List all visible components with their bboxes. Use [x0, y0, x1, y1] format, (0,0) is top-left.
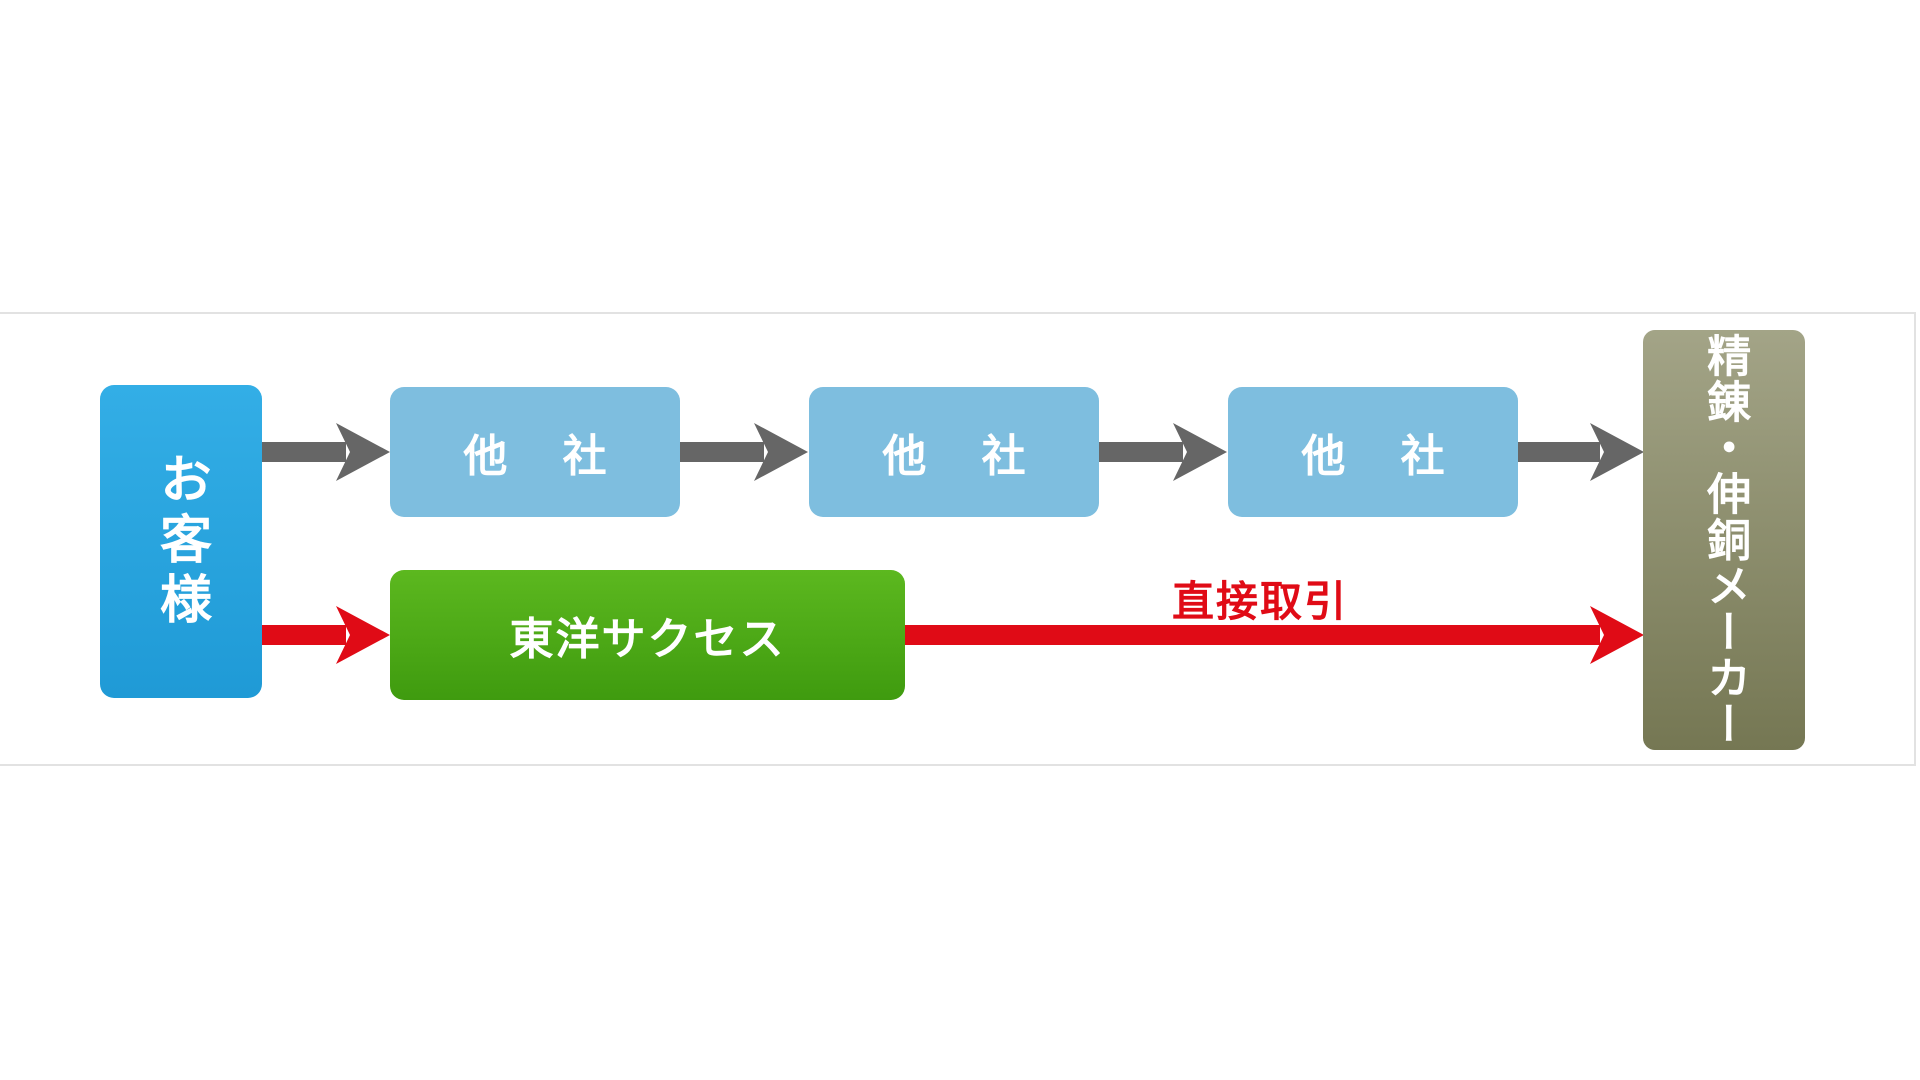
other-company-label-2: 他 社 [882, 431, 1026, 482]
toyo-success-label: 東洋サクセス [509, 614, 786, 665]
maker-node: 精錬・伸銅メーカー [1643, 330, 1805, 750]
other-company-label-1: 他 社 [463, 431, 607, 482]
gray-arrow-other-3-to-maker [1518, 423, 1644, 481]
red-arrow-customer-to-toyo [262, 606, 390, 664]
other-company-node-2: 他 社 [809, 387, 1099, 517]
direct-trade-label: 直接取引 [1172, 577, 1349, 626]
toyo-success-node: 東洋サクセス [390, 570, 905, 700]
maker-label: 精錬・伸銅メーカー [1699, 333, 1751, 747]
red-arrow-toyo-to-maker [905, 606, 1644, 664]
other-company-node-1: 他 社 [390, 387, 680, 517]
gray-arrow-other-2-to-other-3 [1099, 423, 1227, 481]
gray-arrow-other-1-to-other-2 [680, 423, 808, 481]
other-company-node-3: 他 社 [1228, 387, 1518, 517]
other-company-label-3: 他 社 [1301, 431, 1445, 482]
customer-node: お客様 [100, 385, 262, 698]
customer-label: お客様 [150, 451, 211, 632]
gray-arrow-customer-to-other-1 [262, 423, 390, 481]
